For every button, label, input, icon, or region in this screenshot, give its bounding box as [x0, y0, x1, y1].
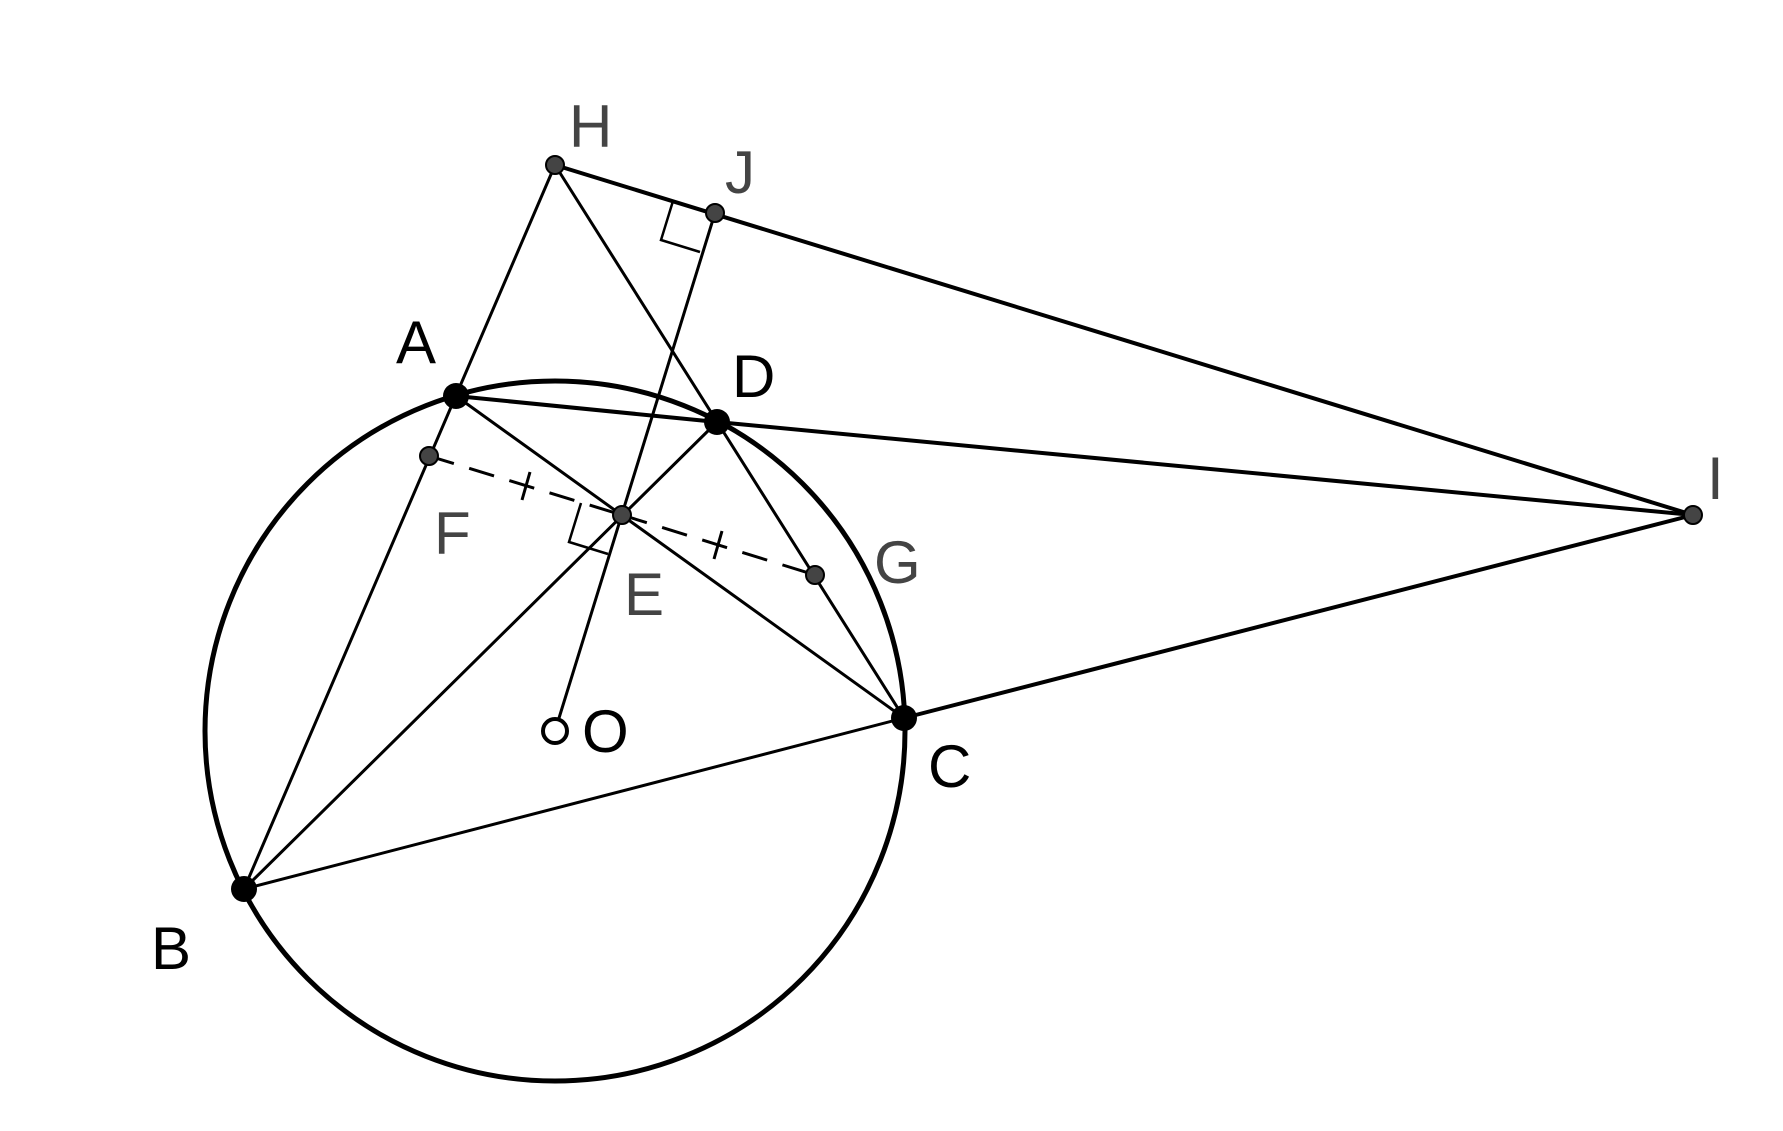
right-angle-mark-e: [567, 502, 609, 556]
label-j: J: [725, 139, 755, 206]
segment-di: [715, 420, 1695, 517]
point-c: [891, 705, 917, 731]
segment-ac: [454, 394, 906, 720]
point-f: [419, 446, 439, 466]
label-a: A: [396, 309, 436, 376]
label-i: I: [1707, 445, 1724, 512]
label-e: E: [624, 561, 664, 628]
label-c: C: [928, 733, 971, 800]
segment-ad: [454, 394, 719, 424]
point-d: [704, 409, 730, 435]
segment-bc: [242, 716, 906, 891]
label-g: G: [874, 529, 921, 596]
segment-hb: [242, 163, 557, 891]
points: [231, 155, 1703, 902]
segment-bd: [242, 420, 719, 891]
point-o: [541, 717, 569, 745]
tick-mark-fe: [520, 471, 532, 501]
point-i: [1683, 505, 1703, 525]
circle-o: [202, 378, 908, 1084]
tick-mark-eg: [712, 530, 724, 560]
right-angle-markers: [567, 200, 701, 556]
dashed-segments: [428, 454, 816, 577]
segment-hi: [553, 163, 1695, 517]
labels: A B C D E F G H I J O: [151, 93, 1724, 982]
point-e: [612, 505, 632, 525]
label-f: F: [434, 500, 471, 567]
right-angle-mark-j: [659, 200, 701, 254]
point-j: [705, 203, 725, 223]
segment-ci: [902, 513, 1695, 720]
label-o: O: [582, 698, 629, 765]
label-h: H: [569, 93, 612, 160]
segments: [242, 163, 1695, 891]
segment-jo: [553, 211, 717, 733]
label-b: B: [151, 915, 191, 982]
point-a: [443, 383, 469, 409]
point-b: [231, 876, 257, 902]
label-d: D: [732, 343, 775, 410]
segment-hc: [553, 163, 906, 720]
point-g: [805, 565, 825, 585]
point-h: [545, 155, 565, 175]
